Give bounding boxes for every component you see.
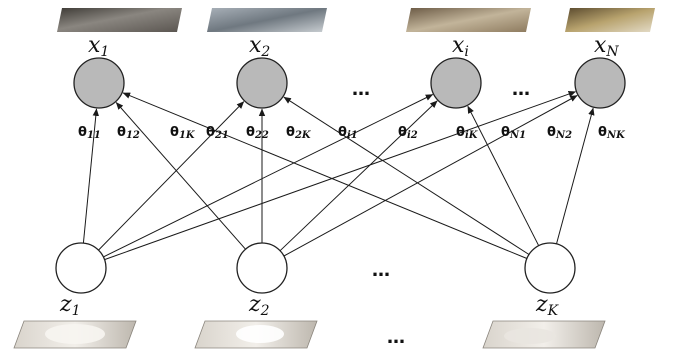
label-z2: z2 [248, 292, 270, 319]
theta-label-11: θ11 [78, 125, 101, 141]
image-thumbnail-zK-blob [504, 328, 556, 344]
ellipsis-bottom: … [372, 260, 390, 281]
edge-zK-to-x1 [122, 92, 528, 259]
node-xi [430, 57, 482, 109]
edge-z1-to-xN [104, 91, 576, 261]
edge-z1-to-x2 [98, 101, 245, 251]
edge-z1-to-xi [103, 94, 434, 258]
label-xi: xi [452, 33, 469, 60]
image-thumbnail-xN [565, 8, 655, 32]
top-image-thumbnails [57, 8, 655, 32]
edges [82, 91, 595, 261]
image-thumbnail-xi [406, 8, 531, 32]
label-z1: z1 [59, 292, 81, 319]
image-thumbnail-x2 [207, 8, 327, 32]
nodes [55, 57, 626, 294]
edge-z1-to-x1 [82, 108, 100, 244]
label-x2: x2 [249, 33, 270, 60]
label-xN: xN [594, 33, 619, 60]
theta-label-21: θ21 [206, 125, 229, 141]
image-thumbnail-z1-blob [45, 324, 105, 344]
label-x1: x1 [88, 33, 109, 60]
node-x2 [236, 57, 288, 109]
edge-z2-to-xN [283, 95, 578, 257]
ellipsis-top-2: … [512, 79, 530, 100]
ellipsis-group: … … … … [352, 79, 530, 348]
node-xN [574, 57, 626, 109]
edge-zK-to-xN [556, 107, 595, 245]
theta-label-i1: θi1 [338, 125, 358, 141]
theta-label-1K: θ1K [170, 125, 196, 141]
theta-label-NK: θNK [598, 125, 626, 141]
theta-label-N1: θN1 [501, 125, 526, 141]
theta-label-i2: θi2 [398, 125, 418, 141]
edge-zK-to-x2 [283, 96, 530, 255]
edge-z2-to-x1 [115, 102, 246, 250]
theta-label-iK: θiK [456, 125, 479, 141]
theta-label-2K: θ2K [286, 125, 312, 141]
theta-label-12: θ12 [117, 125, 140, 141]
edge-zK-to-xi [467, 105, 540, 246]
image-thumbnail-z2-blob [236, 325, 284, 343]
theta-label-N2: θN2 [547, 125, 572, 141]
edge-labels: θ11 θ12 θ1K θ21 θ22 θ2K θi1 θi2 θiK θN1 … [78, 125, 626, 141]
label-zK: zK [535, 292, 560, 319]
node-z2 [236, 242, 288, 294]
ellipsis-thumbs: … [387, 327, 405, 348]
ellipsis-top-1: … [352, 79, 370, 100]
node-labels: x1 x2 xi xN z1 z2 zK [59, 33, 619, 319]
edge-z2-to-xi [279, 100, 438, 252]
node-z1 [55, 242, 107, 294]
theta-label-22: θ22 [246, 125, 269, 141]
image-thumbnail-x1 [57, 8, 182, 32]
bottom-image-thumbnails [13, 320, 606, 349]
node-zK [524, 242, 576, 294]
node-x1 [73, 57, 125, 109]
